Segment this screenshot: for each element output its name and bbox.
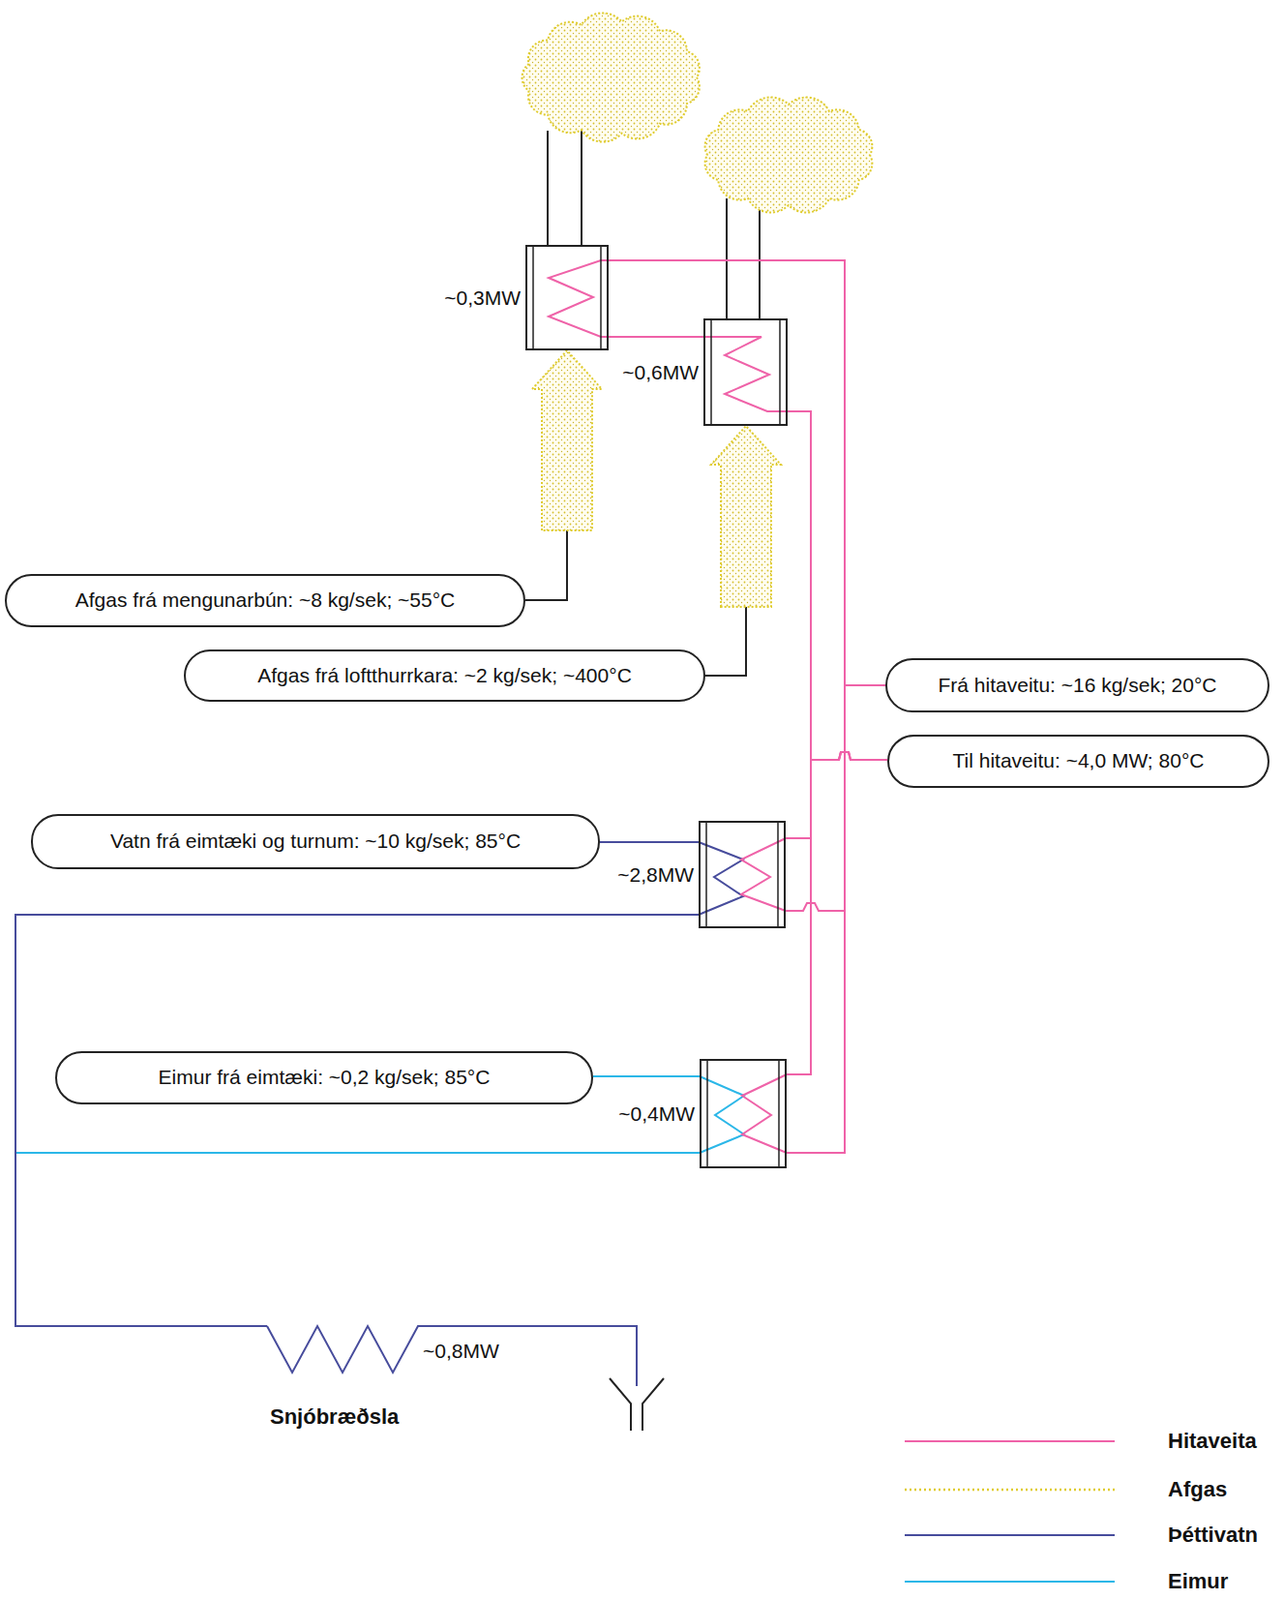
exchanger-wall: [777, 1059, 780, 1167]
power-label: ~2,8MW: [617, 862, 694, 886]
pipe-connector: [786, 751, 888, 1075]
heat-exchanger-symbol: [703, 318, 788, 426]
coil: [699, 1075, 745, 1153]
heat-exchanger-symbol: [525, 244, 609, 351]
pipe-line: [786, 751, 888, 1075]
legend-text: Þéttivatn: [1167, 1522, 1258, 1548]
leader-line: [525, 530, 568, 600]
pipe-connector: [599, 841, 699, 843]
pipe-line: [785, 685, 886, 911]
stream-label-box: Til hitaveitu: ~4,0 MW; 80°C: [887, 734, 1270, 788]
exchanger-wall: [532, 245, 535, 350]
pipe-line: [785, 751, 888, 838]
pipe-line: [786, 685, 886, 1153]
exhaust-gas-flow: [705, 425, 781, 676]
stream-label-box: Eimur frá eimtæki: ~0,2 kg/sek; 85°C: [55, 1050, 594, 1105]
stream-label-box: Afgas frá mengunarbún: ~8 kg/sek; ~55°C: [4, 573, 526, 628]
pipe-connector: [787, 411, 888, 760]
exchanger-wall: [706, 1059, 709, 1167]
heat-exchanger-symbol: [698, 820, 786, 928]
pipe-line: [608, 335, 704, 338]
legend-text: Eimur: [1167, 1568, 1228, 1594]
exchanger-wall: [778, 319, 781, 425]
pipe-connector: [786, 685, 886, 1153]
exchanger-wall: [705, 821, 708, 927]
exchanger-frame: [526, 245, 608, 350]
exchanger-wall: [710, 319, 713, 425]
heat-exchanger: ~0,3MW: [525, 244, 609, 351]
heat-exchanger-symbol: [699, 1058, 787, 1168]
heat-exchanger: ~0,4MW: [699, 1058, 787, 1168]
pipe-connector: [15, 914, 699, 1326]
exhaust-gas-flow: [525, 350, 602, 600]
exchanger-wall: [776, 821, 779, 927]
smoke-cloud: [705, 96, 873, 212]
smoke-cloud: [522, 12, 873, 212]
exchanger-wall: [599, 245, 602, 350]
stream-text: Eimur frá eimtæki: ~0,2 kg/sek; 85°C: [158, 1065, 491, 1089]
pipe-connector: [608, 260, 886, 686]
legend-swatch: [904, 1439, 1115, 1442]
exchanger-frame: [700, 1059, 786, 1167]
pipe-line: [608, 260, 886, 686]
legend-text: Hitaveita: [1167, 1428, 1257, 1454]
stream-text: Afgas frá mengunarbún: ~8 kg/sek; ~55°C: [75, 588, 455, 612]
exchanger-frame: [699, 821, 785, 927]
legend-swatch: [904, 1580, 1115, 1583]
stream-label-box: Vatn frá eimtæki og turnum: ~10 kg/sek; …: [30, 813, 600, 869]
smoke-cloud: [522, 12, 700, 142]
stream-text: Afgas frá loftthurrkara: ~2 kg/sek; ~400…: [257, 663, 632, 687]
heat-exchanger: ~2,8MW: [698, 820, 786, 928]
legend-swatch: [904, 1533, 1115, 1536]
pipe-line: [787, 411, 888, 760]
pipe-connector: [15, 1152, 700, 1326]
legend-text: Afgas: [1167, 1476, 1227, 1502]
gas-arrow: [711, 425, 781, 607]
pipe-line: [15, 914, 699, 1326]
stream-text: Vatn frá eimtæki og turnum: ~10 kg/sek; …: [110, 829, 521, 853]
coil: [742, 1074, 787, 1153]
power-label: ~0,4MW: [618, 1101, 695, 1125]
snow-melt-coil: [267, 1325, 637, 1386]
coil: [741, 837, 786, 911]
coil: [698, 841, 744, 915]
coil: [548, 260, 609, 337]
leader-line: [705, 606, 747, 676]
stream-label-box: Afgas frá loftthurrkara: ~2 kg/sek; ~400…: [183, 649, 706, 702]
power-label: ~0,8MW: [422, 1339, 500, 1363]
coil: [703, 336, 788, 412]
drain-symbol: [609, 1377, 664, 1431]
pipe-connector: [608, 336, 704, 338]
power-label: ~0,6MW: [622, 359, 699, 384]
pipe-line: [15, 1152, 700, 1326]
legend-swatch: [904, 1488, 1115, 1492]
gas-arrow: [532, 350, 602, 531]
pipe-connector: [593, 1075, 700, 1077]
power-label: ~0,3MW: [444, 285, 521, 309]
heat-exchanger: ~0,6MW: [703, 318, 788, 426]
power-label: Snjóbræðsla: [269, 1403, 399, 1429]
stream-text: Frá hitaveitu: ~16 kg/sek; 20°C: [938, 673, 1218, 697]
pipe-connector: [785, 751, 888, 838]
exchanger-frame: [704, 319, 787, 425]
snow-melting: ~0,8MW Snjóbræðsla: [267, 1311, 529, 1442]
pipe-connector: [785, 685, 886, 911]
stream-label-box: Frá hitaveitu: ~16 kg/sek; 20°C: [885, 657, 1270, 713]
pipe-line: [599, 840, 699, 843]
stream-text: Til hitaveitu: ~4,0 MW; 80°C: [953, 748, 1205, 773]
pipe-line: [593, 1074, 700, 1077]
